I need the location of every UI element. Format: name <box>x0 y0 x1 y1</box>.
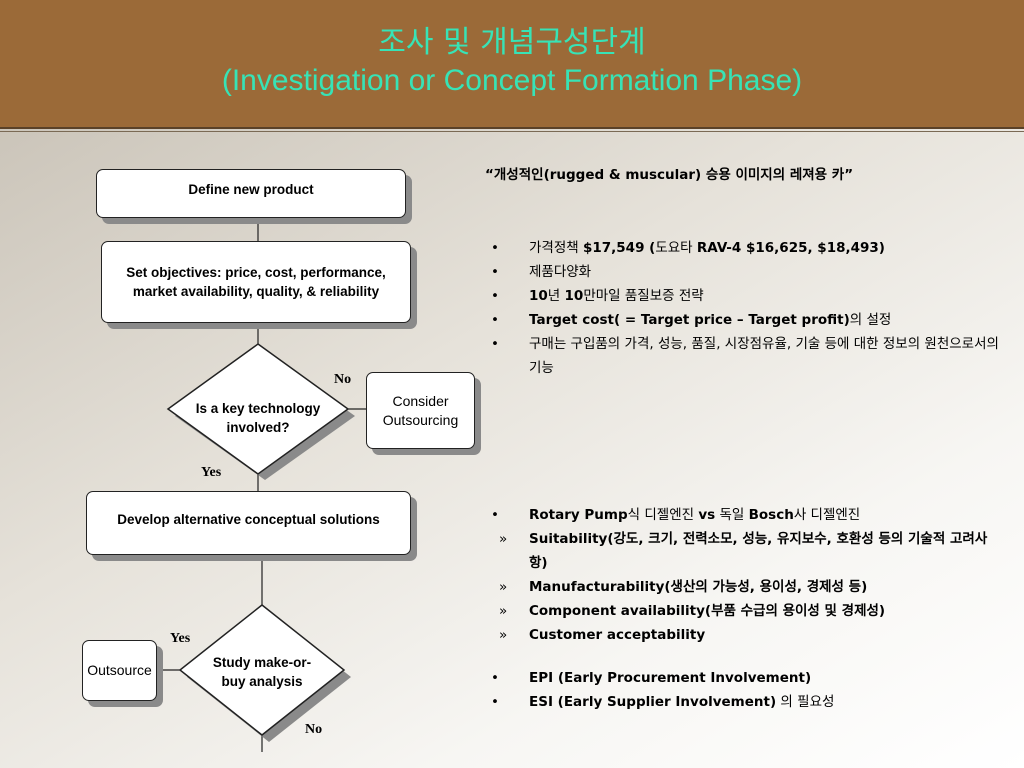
study-line-1: Study make-or- <box>212 655 312 670</box>
involvement-list: EPI (Early Procurement Involvement) ESI … <box>485 666 1005 714</box>
quote-open: “개성적인 <box>485 167 544 183</box>
objectives-line-1: Set objectives: price, cost, performance… <box>126 265 386 280</box>
slide-title: 조사 및 개념구성단계 (Investigation or Concept Fo… <box>0 24 1024 100</box>
title-english: (Investigation or Concept Formation Phas… <box>221 64 803 97</box>
list-item-warranty: 10년 10만마일 품질보증 전략 <box>485 284 1005 308</box>
rotary-pump-list: Rotary Pump식 디젤엔진 vs 독일 Bosch사 디젤엔진 Suit… <box>485 503 1005 647</box>
strategy-list: 가격정책 $17,549 (도요타 RAV-4 $16,625, $18,493… <box>485 236 1005 380</box>
decision-line-2: involved? <box>226 420 290 435</box>
list-item-target-cost: Target cost( = Target price – Target pro… <box>485 308 1005 332</box>
yes-label-technology: Yes <box>201 465 222 480</box>
yes-label-make-or-buy: Yes <box>170 631 191 646</box>
no-label-technology: No <box>334 372 352 387</box>
banner-divider-thin <box>0 131 1024 132</box>
consider-line-1: Consider <box>392 392 449 409</box>
decision-technology-text: Is a key technology involved? <box>178 399 338 437</box>
sub-item-manufacturability: Manufacturability(생산의 가능성, 용이성, 경제성 등) <box>485 575 1005 599</box>
consider-outsourcing-box: Consider Outsourcing <box>366 372 475 449</box>
define-product-box: Define new product <box>96 169 406 218</box>
develop-solutions-label: Develop alternative conceptual solutions <box>117 512 380 527</box>
sub-item-suitability: Suitability(강도, 크기, 전력소모, 성능, 유지보수, 호환성 … <box>485 527 1005 575</box>
objectives-line-2: market availability, quality, & reliabil… <box>132 284 380 299</box>
quote-rest: 승용 이미지의 레져용 카” <box>701 167 854 183</box>
decision-line-1: Is a key technology <box>195 401 321 416</box>
concept-quote: “개성적인(rugged & muscular) 승용 이미지의 레져용 카” <box>485 163 853 187</box>
set-objectives-box: Set objectives: price, cost, performance… <box>101 241 411 323</box>
list-item-rotary-pump: Rotary Pump식 디젤엔진 vs 독일 Bosch사 디젤엔진 <box>485 503 1005 527</box>
banner-divider <box>0 127 1024 129</box>
list-item-epi: EPI (Early Procurement Involvement) <box>485 666 1005 690</box>
define-product-label: Define new product <box>188 182 314 197</box>
decision-diamond-make-or-buy <box>178 604 346 736</box>
sub-item-customer-acceptability: Customer acceptability <box>485 623 1005 647</box>
list-item-diversification: 제품다양화 <box>485 260 1005 284</box>
study-line-2: buy analysis <box>221 674 303 689</box>
title-banner <box>0 0 1024 127</box>
develop-solutions-box: Develop alternative conceptual solutions <box>86 491 411 555</box>
list-item-purchasing: 구매는 구입품의 가격, 성능, 품질, 시장점유율, 기술 등에 대한 정보의… <box>485 332 1005 380</box>
list-item-price-policy: 가격정책 $17,549 (도요타 RAV-4 $16,625, $18,493… <box>485 236 1005 260</box>
no-label-make-or-buy: No <box>305 722 323 737</box>
list-item-esi: ESI (Early Supplier Involvement) 의 필요성 <box>485 690 1005 714</box>
sub-item-component-availability: Component availability(부품 수급의 용이성 및 경제성) <box>485 599 1005 623</box>
outsource-box: Outsource <box>82 640 157 701</box>
title-korean: 조사 및 개념구성단계 <box>378 25 646 60</box>
outsource-label: Outsource <box>87 662 152 678</box>
quote-bold: (rugged & muscular) <box>543 167 702 183</box>
study-make-or-buy-text: Study make-or- buy analysis <box>197 653 327 691</box>
consider-line-2: Outsourcing <box>382 411 459 428</box>
decision-diamond-technology <box>166 343 350 475</box>
